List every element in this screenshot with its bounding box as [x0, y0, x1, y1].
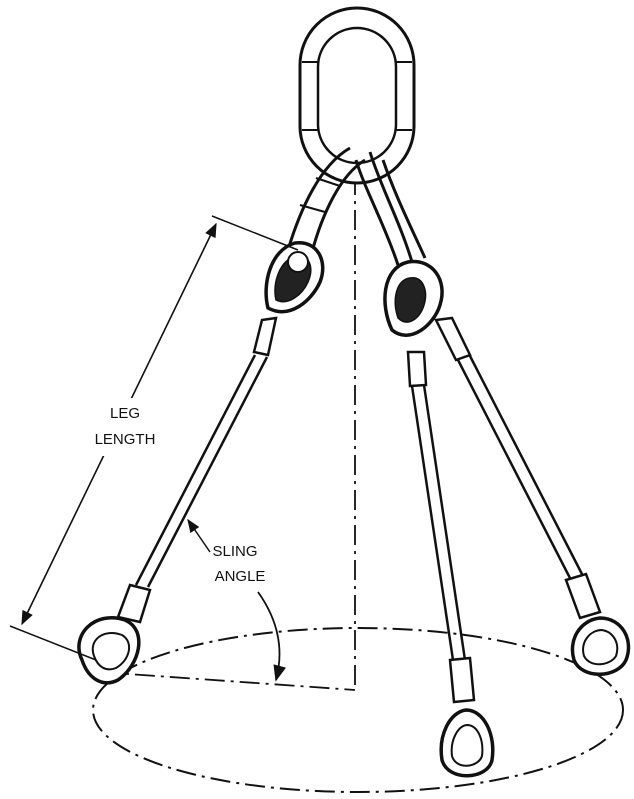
sling-angle-label-line2: ANGLE	[215, 568, 266, 585]
middle-leg	[354, 151, 495, 778]
leg-length-label-mask	[90, 398, 160, 456]
sling-angle-label-line1: SLING	[212, 543, 257, 560]
sling-angle-annotation	[187, 518, 287, 682]
right-leg	[434, 316, 631, 676]
master-link	[298, 6, 416, 185]
base-ellipse	[92, 627, 624, 793]
horizontal-reference-line	[99, 671, 356, 691]
leg-length-label-line2: LENGTH	[95, 431, 156, 448]
leg-length-label-line1: LEG	[110, 405, 140, 422]
